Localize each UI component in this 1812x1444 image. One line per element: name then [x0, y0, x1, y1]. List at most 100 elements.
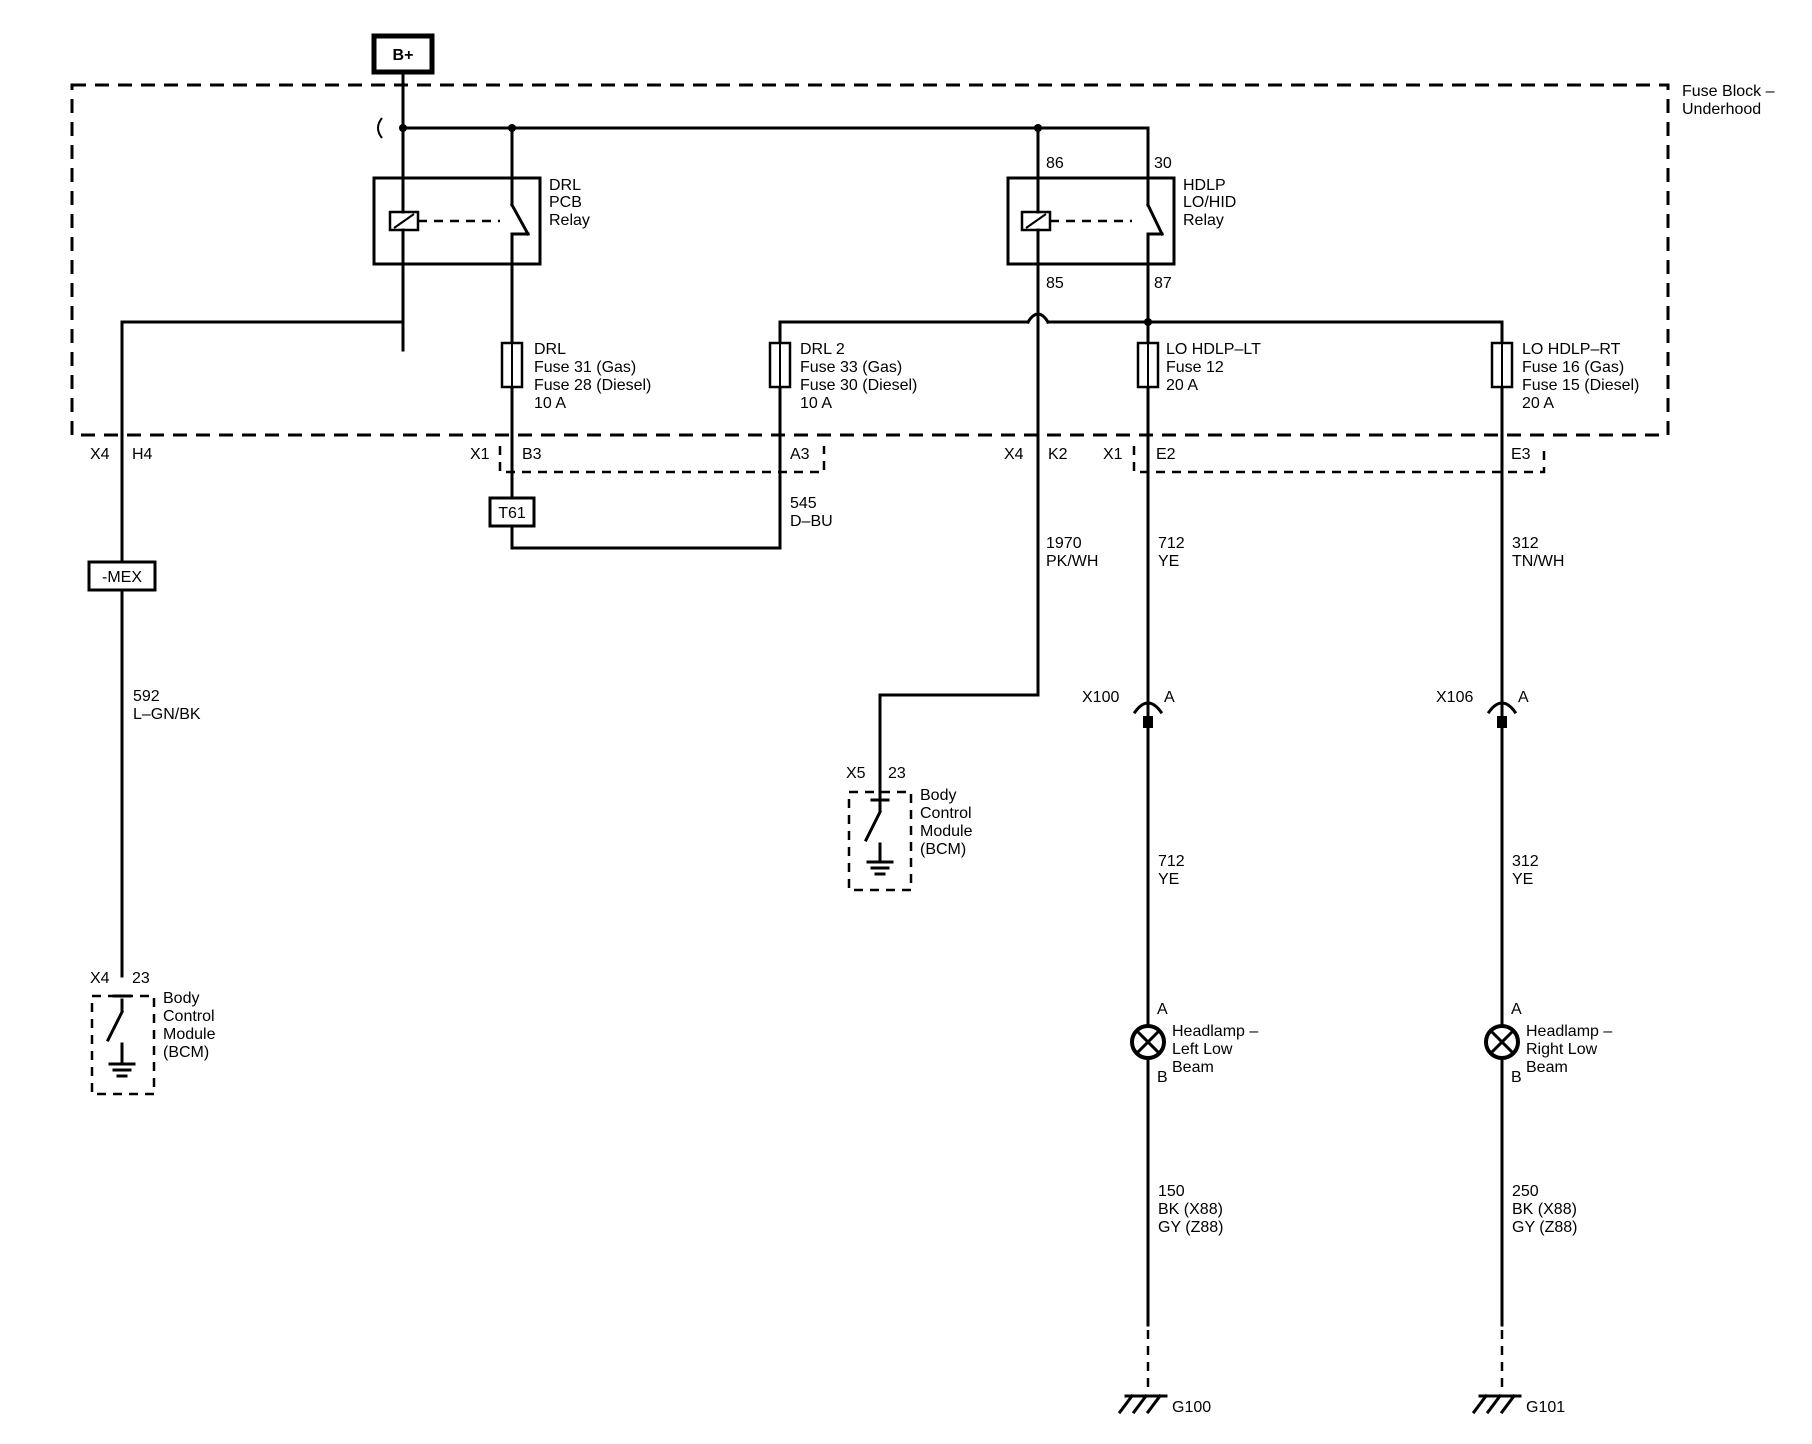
svg-text:Relay: Relay: [1183, 212, 1224, 229]
svg-text:87: 87: [1154, 275, 1172, 292]
svg-text:BK (X88): BK (X88): [1512, 1201, 1577, 1218]
svg-text:K2: K2: [1048, 446, 1068, 463]
svg-text:LO HDLP–LT: LO HDLP–LT: [1166, 341, 1261, 358]
svg-text:712: 712: [1158, 853, 1185, 870]
svg-text:23: 23: [888, 765, 906, 782]
svg-text:20 A: 20 A: [1522, 395, 1554, 412]
svg-text:X1: X1: [470, 446, 490, 463]
svg-text:30: 30: [1154, 155, 1172, 172]
wire-crossover-icon: [1025, 312, 1051, 325]
ground-g100: G100: [1117, 1393, 1211, 1416]
splice-t61: T61: [488, 496, 536, 528]
svg-text:X4: X4: [90, 970, 110, 987]
svg-text:Headlamp –: Headlamp –: [1526, 1023, 1612, 1040]
fuse-lo-hdlp-rt: LO HDLP–RT Fuse 16 (Gas) Fuse 15 (Diesel…: [1490, 341, 1639, 412]
bcm-module-left: X4 23 Body Control Module (BCM): [90, 970, 216, 1096]
headlamp-left-low-beam: A B Headlamp – Left Low Beam: [1130, 1001, 1258, 1086]
bus-crossover-icon: [377, 117, 383, 139]
battery-terminal: B+: [371, 33, 435, 75]
svg-text:X100: X100: [1082, 689, 1119, 706]
svg-text:DRL: DRL: [549, 177, 581, 194]
connector-x4-h4: X4 H4: [90, 446, 153, 463]
ground-icon: [1471, 1393, 1522, 1415]
svg-text:Body: Body: [163, 990, 199, 1007]
hdlp-relay: HDLP LO/HID Relay 86 30 85 87: [1006, 155, 1236, 292]
svg-text:Left Low: Left Low: [1172, 1041, 1233, 1058]
relay-switch-icon: [509, 202, 531, 237]
svg-text:G100: G100: [1172, 1399, 1211, 1416]
svg-text:Beam: Beam: [1526, 1059, 1568, 1076]
fuse-block-label: Fuse Block – Underhood: [1682, 83, 1775, 118]
svg-text:B3: B3: [522, 446, 542, 463]
svg-text:GY (Z88): GY (Z88): [1512, 1219, 1578, 1236]
svg-text:PCB: PCB: [549, 194, 582, 211]
connector-x1-b3: X1 B3: [470, 446, 826, 474]
svg-text:1970: 1970: [1046, 535, 1082, 552]
svg-text:Fuse 16 (Gas): Fuse 16 (Gas): [1522, 359, 1624, 376]
svg-text:E3: E3: [1511, 446, 1531, 463]
svg-text:A: A: [1511, 1001, 1522, 1018]
wire-592: [120, 320, 405, 978]
svg-text:YE: YE: [1512, 871, 1533, 888]
svg-text:A3: A3: [790, 446, 810, 463]
svg-text:545: 545: [790, 495, 817, 512]
svg-text:312: 312: [1512, 853, 1539, 870]
svg-text:85: 85: [1046, 275, 1064, 292]
wire-712-top-label: 712 YE: [1158, 535, 1185, 570]
svg-text:DRL: DRL: [534, 341, 566, 358]
wire-1970-label: 1970 PK/WH: [1046, 535, 1098, 570]
ground-icon: [1117, 1393, 1168, 1415]
wire-545: [510, 524, 782, 550]
svg-text:TN/WH: TN/WH: [1512, 553, 1564, 570]
svg-text:YE: YE: [1158, 553, 1179, 570]
option-mex: -MEX: [87, 560, 157, 592]
fuse-drl: DRL Fuse 31 (Gas) Fuse 28 (Diesel) 10 A: [500, 341, 651, 412]
relay-switch-icon: [1145, 202, 1165, 237]
svg-text:D–BU: D–BU: [790, 513, 833, 530]
svg-text:BK (X88): BK (X88): [1158, 1201, 1223, 1218]
svg-text:Control: Control: [920, 805, 972, 822]
chassis-ground-icon: [866, 860, 894, 876]
wire-150-label: 150 BK (X88) GY (Z88): [1158, 1183, 1224, 1236]
svg-text:X4: X4: [1004, 446, 1024, 463]
svg-text:H4: H4: [132, 446, 153, 463]
headlamp-right-low-beam: A B Headlamp – Right Low Beam: [1484, 1001, 1612, 1086]
svg-text:250: 250: [1512, 1183, 1539, 1200]
svg-text:20 A: 20 A: [1166, 377, 1198, 394]
bcm-switch-icon: [105, 1009, 125, 1043]
wire-312-top-label: 312 TN/WH: [1512, 535, 1564, 570]
svg-text:Headlamp –: Headlamp –: [1172, 1023, 1258, 1040]
svg-text:Fuse 28 (Diesel): Fuse 28 (Diesel): [534, 377, 651, 394]
svg-text:Fuse Block –: Fuse Block –: [1682, 83, 1775, 100]
svg-text:X4: X4: [90, 446, 110, 463]
svg-text:Module: Module: [920, 823, 973, 840]
svg-text:Control: Control: [163, 1008, 215, 1025]
svg-text:Fuse 15 (Diesel): Fuse 15 (Diesel): [1522, 377, 1639, 394]
connector-x100: X100 A: [1082, 689, 1175, 728]
svg-text:Underhood: Underhood: [1682, 101, 1761, 118]
svg-text:X1: X1: [1103, 446, 1123, 463]
svg-text:592: 592: [133, 688, 160, 705]
drl-relay: DRL PCB Relay: [372, 176, 590, 266]
svg-text:L–GN/BK: L–GN/BK: [133, 706, 201, 723]
svg-text:712: 712: [1158, 535, 1185, 552]
svg-text:Relay: Relay: [549, 212, 590, 229]
connector-x106: X106 A: [1436, 689, 1529, 728]
svg-text:A: A: [1157, 1001, 1168, 1018]
wire-1970: [878, 328, 1040, 802]
svg-text:(BCM): (BCM): [920, 841, 966, 858]
svg-text:E2: E2: [1156, 446, 1176, 463]
svg-text:A: A: [1164, 689, 1175, 706]
connector-e3: E3: [1511, 446, 1531, 463]
svg-text:Fuse 33 (Gas): Fuse 33 (Gas): [800, 359, 902, 376]
svg-text:A: A: [1518, 689, 1529, 706]
svg-text:X106: X106: [1436, 689, 1473, 706]
svg-text:G101: G101: [1526, 1399, 1565, 1416]
svg-text:Fuse 12: Fuse 12: [1166, 359, 1224, 376]
svg-text:PK/WH: PK/WH: [1046, 553, 1098, 570]
svg-text:DRL 2: DRL 2: [800, 341, 845, 358]
wire-250-label: 250 BK (X88) GY (Z88): [1512, 1183, 1578, 1236]
svg-text:LO/HID: LO/HID: [1183, 194, 1236, 211]
svg-text:GY (Z88): GY (Z88): [1158, 1219, 1224, 1236]
